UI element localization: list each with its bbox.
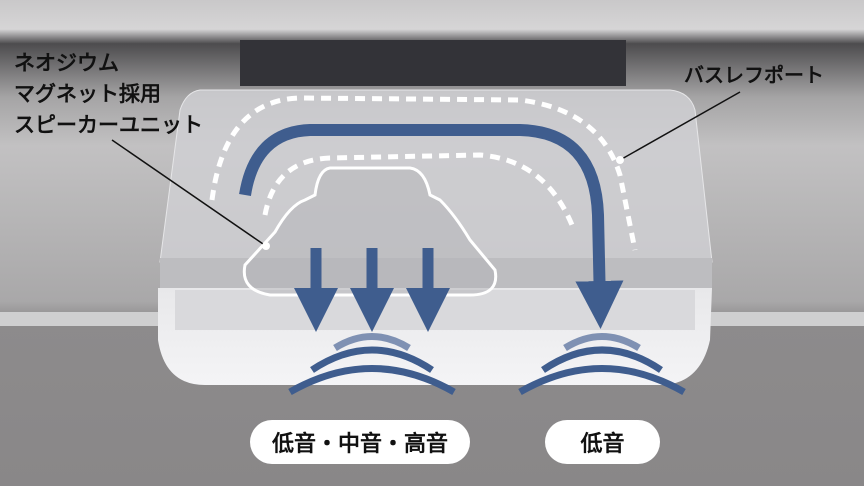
port-leader-dot [616,156,624,164]
mount-block [240,40,626,86]
bass-port-dashed-inner [262,152,575,226]
sound-wave-right-mid [541,346,663,373]
sound-wave-left-small [333,333,411,352]
speaker-unit-label: ネオジウム マグネット採用 スピーカーユニット [14,48,203,141]
speaker-unit-label-line3: スピーカーユニット [14,113,203,137]
sound-wave-right-small [563,333,641,352]
port-flow-arrow [239,124,624,329]
speaker-unit-label-line2: マグネット採用 [14,82,161,106]
speaker-unit-label-line1: ネオジウム [14,51,119,75]
full-range-badge: 低音・中音・高音 [250,420,470,464]
sound-wave-left-large [288,365,456,396]
bass-badge: 低音 [545,420,660,464]
speaker-leader-dot [262,242,270,250]
speaker-leader-line [111,139,267,247]
port-leader-line [619,91,741,161]
bass-port-dashed-outer [209,95,638,251]
sound-wave-right-large [518,365,686,396]
bass-port-label: バスレフポート [684,63,824,87]
sound-wave-left-mid [310,346,434,373]
